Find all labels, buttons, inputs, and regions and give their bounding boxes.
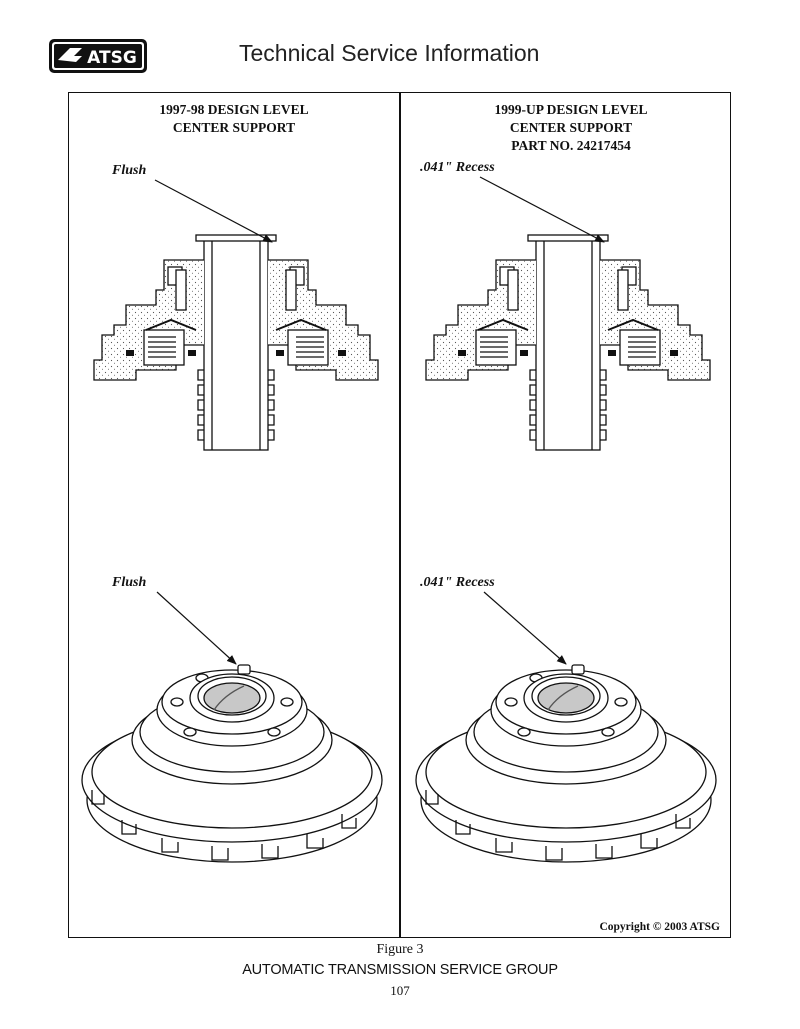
left-bottom-leader (156, 591, 237, 665)
logo-text: ATSG (87, 48, 137, 68)
right-top-callout: .041" Recess (420, 160, 495, 175)
right-perspective-view (415, 664, 717, 863)
right-bottom-leader (483, 591, 567, 665)
copyright-notice: Copyright © 2003 ATSG (599, 921, 720, 933)
left-bottom-callout: Flush (112, 575, 147, 590)
left-panel-title: 1997-98 DESIGN LEVEL CENTER SUPPORT (84, 101, 384, 137)
right-title-line-2: CENTER SUPPORT (509, 120, 633, 135)
page-number: 107 (390, 983, 410, 998)
footer-organization: AUTOMATIC TRANSMISSION SERVICE GROUP (242, 962, 558, 978)
right-panel-title: 1999-UP DESIGN LEVEL CENTER SUPPORT PART… (421, 101, 721, 155)
figure-caption: Figure 3 (376, 942, 424, 957)
left-title-line-1: 1997-98 DESIGN LEVEL (159, 102, 309, 117)
panel-divider (399, 92, 401, 938)
right-bottom-callout: .041" Recess (420, 575, 495, 590)
right-top-leader (479, 176, 605, 243)
atsg-logo: ATSG (49, 39, 147, 73)
left-perspective-view (81, 664, 383, 863)
left-top-callout: Flush (112, 163, 147, 178)
left-top-leader (154, 179, 273, 243)
right-title-line-1: 1999-UP DESIGN LEVEL (494, 102, 648, 117)
page-title: Technical Service Information (239, 40, 540, 66)
right-title-line-3: PART NO. 24217454 (511, 138, 631, 153)
left-title-line-2: CENTER SUPPORT (172, 120, 296, 135)
right-cross-section (425, 234, 711, 451)
left-cross-section (93, 234, 379, 451)
